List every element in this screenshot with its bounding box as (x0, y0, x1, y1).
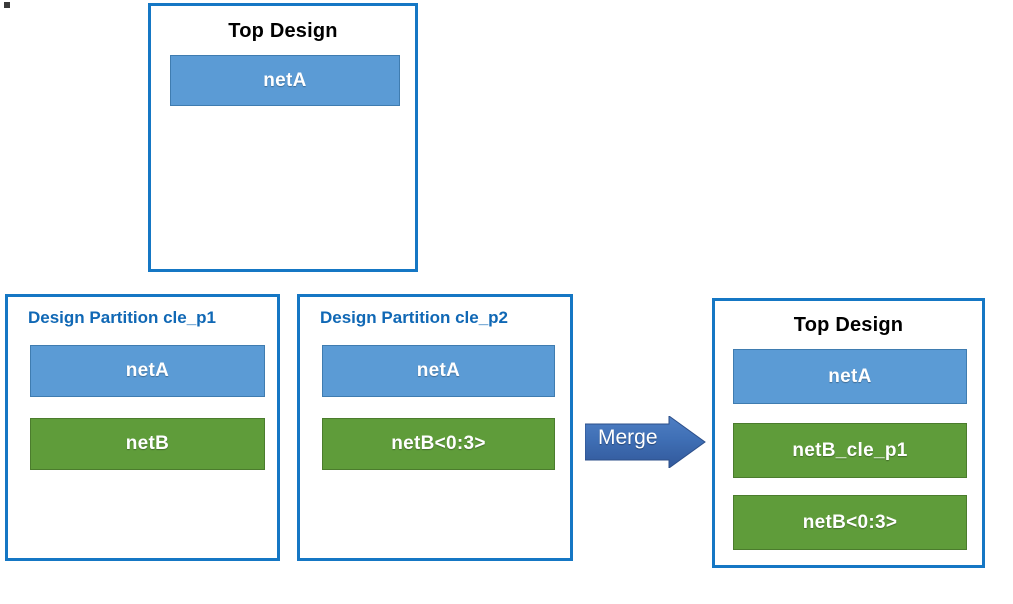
net-bar-label: netA (263, 69, 307, 91)
merged-top-design-box: Top Design netA netB_cle_p1 netB<0:3> (712, 298, 985, 568)
net-bar-netA: netA (733, 349, 967, 404)
net-bar-netA: netA (30, 345, 265, 397)
image-artifact-speck (4, 2, 10, 8)
net-bar-label: netB (125, 433, 170, 454)
net-bar-label: netA (416, 360, 461, 381)
merge-right-block-arrow-icon (585, 416, 706, 468)
net-bar-label: netB_cle_p1 (792, 439, 908, 461)
net-bar-netA: netA (170, 55, 400, 106)
net-bar-netB: netB (30, 418, 265, 470)
merge-label: Merge (598, 426, 658, 449)
net-bar-label: netB<0:3> (391, 433, 486, 454)
net-bar-label: netB<0:3> (802, 511, 898, 533)
merged-top-design-title: Top Design (793, 314, 904, 336)
net-bar-netB-bus: netB<0:3> (322, 418, 555, 470)
design-partition-cle-p1-title: Design Partition cle_p1 (28, 308, 216, 327)
net-bar-netB-cle-p1: netB_cle_p1 (733, 423, 967, 478)
top-design-title: Top Design (228, 20, 338, 42)
net-bar-label: netA (125, 360, 170, 381)
top-design-box: Top Design netA (148, 3, 418, 272)
net-bar-netB-bus: netB<0:3> (733, 495, 967, 550)
design-partition-cle-p1-box: Design Partition cle_p1 netA netB (5, 294, 280, 561)
net-bar-netA: netA (322, 345, 555, 397)
net-bar-label: netA (828, 365, 872, 387)
design-partition-cle-p2-title: Design Partition cle_p2 (320, 308, 508, 327)
design-partition-cle-p2-box: Design Partition cle_p2 netA netB<0:3> (297, 294, 573, 561)
